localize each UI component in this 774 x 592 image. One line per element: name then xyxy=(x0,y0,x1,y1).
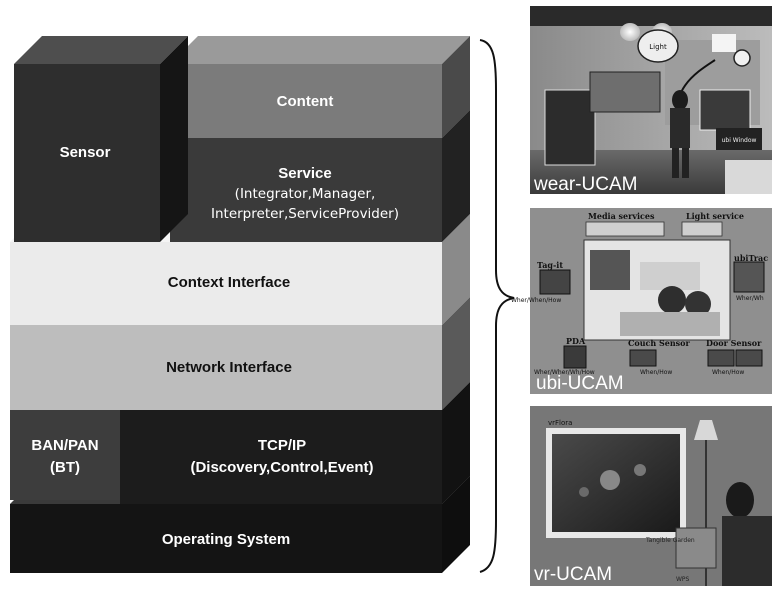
wear-light-tag: Light xyxy=(649,43,667,51)
ubi-light-service: Light service xyxy=(686,211,744,221)
operating-system-label: Operating System xyxy=(162,531,290,548)
network-interface-label: Network Interface xyxy=(166,359,292,376)
ubi-door-sensor: Door Sensor xyxy=(706,338,762,348)
vr-ucam-photo: vrFlora Tangible Garden WPS vr-UCAM xyxy=(530,406,772,586)
wear-window-tag: ubi Window xyxy=(722,137,757,144)
service-detail-line2: Interpreter,ServiceProvider) xyxy=(211,206,399,222)
ubi-when-couch: When/How xyxy=(640,369,672,376)
ban-pan-label: BAN/PAN xyxy=(31,437,98,454)
vr-ucam-caption: vr-UCAM xyxy=(534,564,612,585)
ban-pan-sublabel: (BT) xyxy=(50,459,80,476)
ubi-couch-sensor: Couch Sensor xyxy=(628,338,691,348)
content-block xyxy=(170,36,470,138)
context-interface-label: Context Interface xyxy=(168,274,291,291)
ubi-when-right: Wher/Wh xyxy=(736,295,764,302)
service-detail-line1: (Integrator,Manager, xyxy=(235,186,376,202)
ubi-ucam-caption: ubi-UCAM xyxy=(536,373,624,394)
ubi-when-pda: Wher/Wher/Wh/How xyxy=(534,369,595,376)
wear-ucam-photo: Light ubi Window wear-UCAM xyxy=(530,6,772,195)
wear-ucam-caption: wear-UCAM xyxy=(533,174,637,195)
ubi-ucam-photo: Media services Light service Tag-it ubiT… xyxy=(511,208,772,394)
layer-stack: Sensor Content Service (Integrator,Manag… xyxy=(10,36,470,573)
ubi-pda: PDA xyxy=(566,336,586,346)
service-title: Service xyxy=(278,165,331,182)
ubi-when-left: Wher/When/How xyxy=(511,297,561,304)
content-label: Content xyxy=(277,93,334,110)
vr-tangible-label: Tangible Garden xyxy=(645,537,695,544)
ubi-track: ubiTrac xyxy=(734,253,768,263)
vr-wps-label: WPS xyxy=(676,576,690,583)
ubi-when-door: When/How xyxy=(712,369,744,376)
ubi-media-services: Media services xyxy=(588,211,655,221)
curly-brace xyxy=(479,39,515,573)
tcp-ip-sublabel: (Discovery,Control,Event) xyxy=(190,459,373,476)
tcp-ip-label: TCP/IP xyxy=(258,437,306,454)
ubi-tag-it: Tag-it xyxy=(537,260,563,270)
sensor-label: Sensor xyxy=(60,144,111,161)
vr-flora-label: vrFlora xyxy=(548,419,572,427)
sensor-block xyxy=(14,36,188,242)
